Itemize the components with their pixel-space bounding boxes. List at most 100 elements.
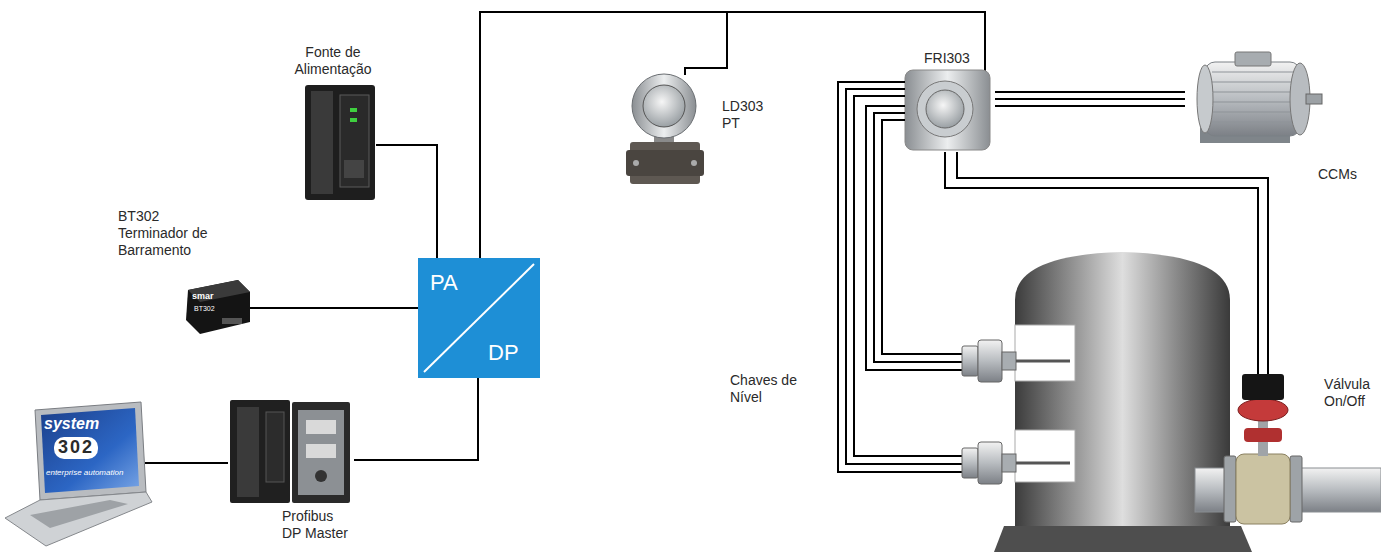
bus-terminator-part bbox=[186, 280, 250, 334]
fieldbus-interface-part bbox=[917, 81, 973, 137]
level-switch-label: Chaves de Nível bbox=[730, 372, 808, 406]
bus-cable bbox=[945, 152, 1268, 366]
bus-cable bbox=[376, 145, 437, 258]
level-switch-part bbox=[978, 442, 1002, 484]
level-switch bbox=[962, 340, 1070, 484]
level-switch-wires-part bbox=[882, 120, 962, 354]
cable-line bbox=[150, 462, 228, 464]
pressure-transmitter: LD303 PT bbox=[620, 64, 775, 188]
device-label: PA bbox=[430, 270, 458, 296]
cable-line bbox=[945, 152, 1258, 366]
level-switch-wires-part bbox=[874, 113, 962, 362]
device-label: CCMs bbox=[1318, 166, 1357, 183]
device-label: BT302 Terminador de Barramento bbox=[118, 208, 218, 258]
tank-part bbox=[1015, 430, 1075, 482]
dp-master-part bbox=[230, 400, 290, 503]
level-switch-wires-part bbox=[838, 82, 962, 472]
cable-line bbox=[995, 98, 1185, 100]
level-switch-wires-part bbox=[854, 96, 962, 456]
laptop-part bbox=[41, 408, 139, 493]
fieldbus-interface-part bbox=[984, 48, 986, 72]
level-switch-part bbox=[962, 346, 978, 376]
device-marking: 302 bbox=[54, 437, 98, 459]
bus-cable bbox=[995, 92, 1185, 106]
bus-cable bbox=[354, 378, 478, 460]
motor bbox=[1197, 52, 1322, 143]
bus-terminator-part bbox=[188, 280, 250, 302]
motor-part bbox=[1212, 122, 1294, 123]
dp-master bbox=[230, 400, 350, 503]
bus-terminator bbox=[186, 280, 250, 334]
device-marking: smar bbox=[192, 292, 214, 301]
power-supply bbox=[305, 85, 375, 200]
level-switch-wires-part bbox=[866, 106, 962, 370]
dp-master: Profibus DP Master bbox=[228, 398, 354, 550]
divider-line bbox=[424, 264, 534, 372]
motor-part bbox=[1306, 94, 1322, 104]
bus-cable bbox=[480, 12, 985, 258]
pressure-transmitter-part bbox=[691, 160, 697, 166]
bus-terminator-part bbox=[222, 318, 242, 324]
laptop-part bbox=[145, 462, 150, 464]
device-label: Profibus DP Master bbox=[282, 508, 352, 542]
fieldbus-interface bbox=[905, 48, 990, 150]
device-marking: DP bbox=[488, 340, 519, 366]
on-off-valve bbox=[1195, 366, 1381, 524]
on-off-valve-part bbox=[1244, 428, 1282, 442]
dp-master-part bbox=[298, 410, 344, 495]
on-off-valve-part bbox=[1257, 366, 1259, 374]
level-switch-part bbox=[1016, 360, 1070, 363]
tank-part bbox=[1015, 325, 1075, 381]
motor-part bbox=[1212, 92, 1294, 93]
device-label: system bbox=[44, 414, 99, 433]
level-switch-part bbox=[1002, 352, 1016, 370]
laptop bbox=[5, 402, 152, 546]
device-label: Válvula On/Off bbox=[1324, 376, 1376, 410]
motor-part bbox=[1212, 82, 1294, 83]
bus-cable bbox=[480, 12, 727, 258]
bus-terminator: BT302 Terminador de Barramento smarBT302 bbox=[110, 206, 250, 340]
fieldbus-interface-part bbox=[926, 90, 964, 128]
level-switch-part bbox=[1016, 462, 1070, 465]
pressure-transmitter bbox=[626, 64, 727, 184]
cable-line bbox=[354, 378, 478, 460]
cable-line bbox=[480, 12, 727, 258]
cable-line bbox=[957, 152, 1268, 366]
dp-master-part bbox=[237, 407, 259, 497]
fieldbus-interface-part bbox=[905, 70, 990, 150]
power-supply-part bbox=[311, 91, 333, 194]
tank-part bbox=[994, 526, 1252, 552]
motor-part bbox=[1205, 62, 1300, 136]
device-marking: BT302 bbox=[194, 305, 215, 312]
power-supply: Fonte de Alimentação bbox=[290, 44, 376, 204]
on-off-valve-part bbox=[1242, 374, 1284, 400]
motor-part bbox=[1212, 72, 1294, 73]
power-supply-part bbox=[340, 95, 369, 187]
motor-control-center: CCMs bbox=[1185, 52, 1365, 186]
device-label: LD303 PT bbox=[722, 98, 772, 132]
power-supply-part bbox=[305, 85, 375, 200]
cable-line bbox=[995, 91, 1185, 93]
level-switch-wires-part bbox=[846, 89, 962, 464]
motor-part bbox=[1212, 112, 1294, 113]
pressure-transmitter-part bbox=[626, 150, 704, 176]
pressure-transmitter-part bbox=[643, 85, 685, 127]
pressure-transmitter-part bbox=[633, 160, 639, 166]
bus-cable bbox=[150, 463, 228, 464]
dp-master-part bbox=[266, 412, 284, 482]
cable-line bbox=[250, 307, 418, 309]
fieldbus-interface: FRI303 bbox=[900, 48, 995, 152]
pa-dp-coupler: PA DP bbox=[418, 258, 540, 378]
on-off-valve: Válvula On/Off bbox=[1190, 366, 1378, 524]
level-switch-part bbox=[1002, 454, 1016, 472]
on-off-valve-part bbox=[1290, 456, 1302, 522]
dp-master-part bbox=[315, 470, 327, 482]
motor-part bbox=[1197, 65, 1213, 133]
on-off-valve-part bbox=[1238, 399, 1288, 421]
laptop: system302enterprise automation bbox=[4, 402, 150, 548]
cable-line bbox=[995, 105, 1185, 107]
pressure-transmitter-part bbox=[632, 74, 696, 138]
power-supply-part bbox=[350, 108, 357, 112]
